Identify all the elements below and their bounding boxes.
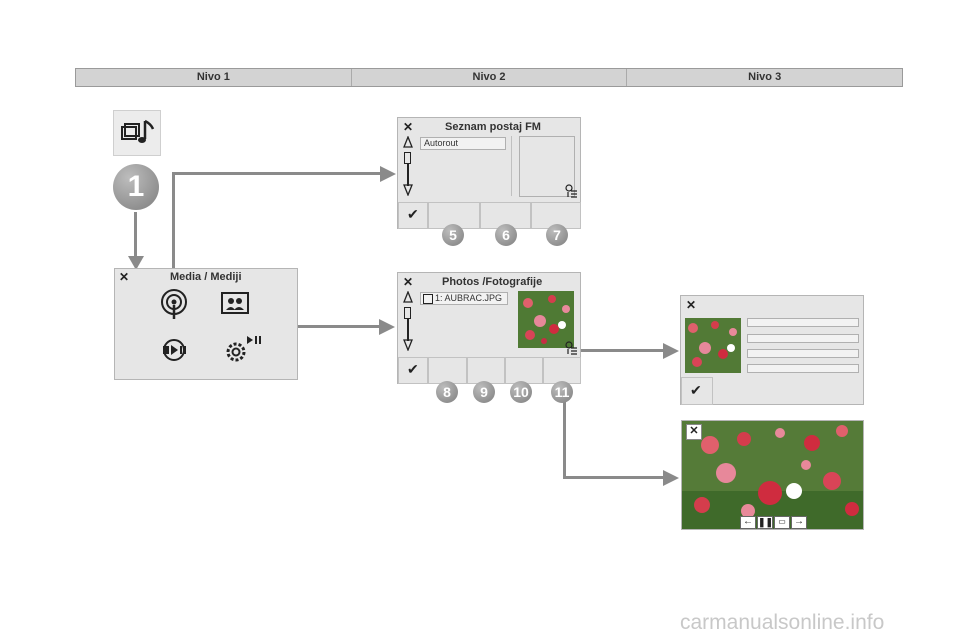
scroll-down-icon[interactable] xyxy=(403,184,413,196)
divider xyxy=(511,136,512,196)
callout-5: 5 xyxy=(442,224,464,246)
close-icon[interactable]: ✕ xyxy=(119,270,130,284)
function-cell[interactable] xyxy=(428,357,467,384)
confirm-cell[interactable] xyxy=(398,202,428,229)
playback-icon[interactable] xyxy=(157,337,191,363)
confirm-cell[interactable] xyxy=(681,377,713,405)
detail-thumbnail xyxy=(685,318,741,373)
photos-icon[interactable] xyxy=(220,291,250,315)
detail-field xyxy=(747,318,859,327)
next-icon[interactable]: → xyxy=(791,516,807,529)
function-cell[interactable] xyxy=(505,357,543,384)
settings-icon[interactable] xyxy=(223,332,263,364)
scrollbar-track[interactable] xyxy=(407,319,409,341)
close-icon[interactable]: ✕ xyxy=(686,298,697,312)
media-panel-title: Media / Mediji xyxy=(170,271,242,283)
photo-list-item[interactable]: 1: AUBRAC.JPG xyxy=(420,292,508,305)
list-options-icon[interactable] xyxy=(565,341,578,355)
detail-field xyxy=(747,364,859,373)
scrollbar-track[interactable] xyxy=(407,164,409,186)
photo-thumbnail[interactable] xyxy=(518,291,574,348)
arrow-head xyxy=(663,343,679,359)
level-2-label: Nivo 2 xyxy=(352,69,628,86)
poppy-photo xyxy=(682,421,863,529)
callout-8: 8 xyxy=(436,381,458,403)
function-cell[interactable] xyxy=(543,357,581,384)
arrow-head xyxy=(379,319,395,335)
media-source-button[interactable] xyxy=(113,110,161,156)
station-preview-box xyxy=(519,136,575,197)
arrow-line xyxy=(563,476,664,479)
level-header: Nivo 1 Nivo 2 Nivo 3 xyxy=(75,68,903,87)
list-options-icon[interactable] xyxy=(565,184,578,198)
check-icon[interactable]: ✔ xyxy=(407,206,419,222)
fullscreen-photo-view: ✕ ← ❚❚ ▭ → xyxy=(681,420,864,530)
previous-icon[interactable]: ← xyxy=(740,516,756,529)
detail-field xyxy=(747,334,859,343)
radio-icon[interactable] xyxy=(158,288,190,320)
arrow-line xyxy=(134,212,137,260)
fm-panel-title: Seznam postaj FM xyxy=(445,121,541,133)
photo-detail-panel: ✕ ✔ xyxy=(680,295,864,405)
close-icon[interactable]: ✕ xyxy=(403,275,414,289)
pause-icon[interactable]: ❚❚ xyxy=(757,516,774,529)
scroll-handle[interactable] xyxy=(404,152,411,164)
function-cell[interactable] xyxy=(467,357,505,384)
poppy-photo xyxy=(518,291,574,348)
arrow-line xyxy=(563,402,566,478)
photo-list-label: 1: AUBRAC.JPG xyxy=(435,293,503,303)
poppy-photo xyxy=(685,318,741,373)
slideshow-icon[interactable]: ▭ xyxy=(774,516,790,529)
station-list-item[interactable]: Autorout xyxy=(420,137,506,150)
scroll-down-icon[interactable] xyxy=(403,339,413,351)
callout-10: 10 xyxy=(510,381,532,403)
photos-panel-title: Photos /Fotografije xyxy=(442,276,543,288)
media-panel: ✕ Media / Mediji xyxy=(114,268,298,380)
callout-9: 9 xyxy=(473,381,495,403)
media-note-icon xyxy=(121,119,155,143)
fm-station-panel: ✕ Seznam postaj FM Autorout ✔ xyxy=(397,117,581,229)
callout-7: 7 xyxy=(546,224,568,246)
detail-field xyxy=(747,349,859,358)
level-1-label: Nivo 1 xyxy=(76,69,352,86)
watermark: carmanualsonline.info xyxy=(680,611,885,634)
check-icon[interactable]: ✔ xyxy=(690,382,702,398)
arrow-line xyxy=(172,172,175,307)
arrow-line xyxy=(578,349,664,352)
arrow-head xyxy=(128,256,144,270)
arrow-line xyxy=(172,172,382,175)
arrow-head xyxy=(380,166,396,182)
scroll-up-icon[interactable] xyxy=(403,136,413,148)
check-icon[interactable]: ✔ xyxy=(407,361,419,377)
image-file-icon xyxy=(423,294,433,304)
level-3-label: Nivo 3 xyxy=(748,71,782,83)
confirm-cell[interactable] xyxy=(398,357,428,384)
callout-6: 6 xyxy=(495,224,517,246)
close-icon[interactable]: ✕ xyxy=(686,424,702,440)
callout-11: 11 xyxy=(551,381,573,403)
scroll-handle[interactable] xyxy=(404,307,411,319)
photos-panel: ✕ Photos /Fotografije 1: AUBRAC.JPG ✔ xyxy=(397,272,581,384)
arrow-head xyxy=(663,470,679,486)
scroll-up-icon[interactable] xyxy=(403,291,413,303)
close-icon[interactable]: ✕ xyxy=(403,120,414,134)
step-badge: 1 xyxy=(113,164,159,210)
arrow-line xyxy=(233,325,381,328)
